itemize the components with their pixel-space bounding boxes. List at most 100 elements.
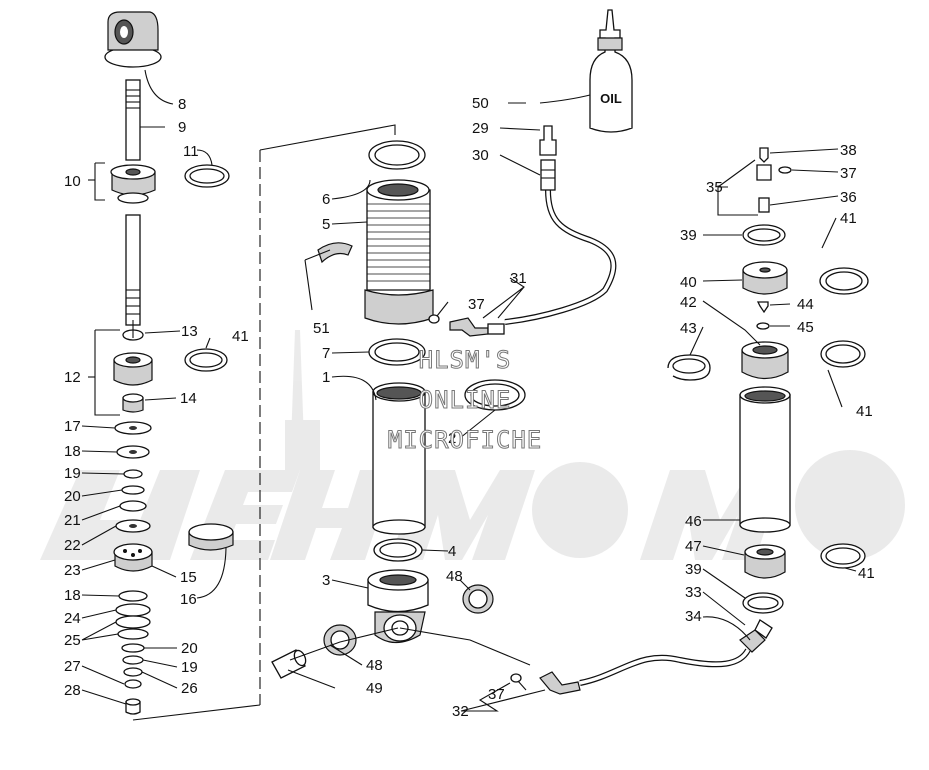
callout-39-lower: 39 [685, 561, 702, 578]
hose-assembly-31 [428, 189, 617, 337]
callout-48-right: 48 [446, 568, 463, 585]
callout-47: 47 [685, 538, 702, 555]
callout-29: 29 [472, 120, 489, 137]
assembly-frame-lines [132, 124, 396, 721]
seal-head-part [113, 352, 153, 386]
callout-labels: 8 9 10 11 12 13 41 14 17 18 19 20 21 22 … [64, 95, 875, 720]
callout-37-right: 37 [840, 165, 857, 182]
callout-20-right: 20 [181, 640, 198, 657]
piston-ring-part-16 [188, 523, 234, 551]
callout-37-bottom: 37 [488, 686, 505, 703]
o-ring-part-41-upper-right [819, 267, 869, 295]
background-logo [40, 330, 905, 560]
callout-13: 13 [181, 323, 198, 340]
hose-assembly-32 [510, 619, 773, 695]
callout-18-upper: 18 [64, 443, 81, 460]
bushing-part-14 [122, 393, 144, 413]
o-ring-part-4 [373, 538, 423, 562]
callout-6: 6 [322, 191, 330, 208]
o-ring-part-11 [184, 164, 230, 188]
piston-rod-upper [125, 79, 141, 161]
callout-11: 11 [183, 143, 199, 160]
callout-12: 12 [64, 369, 81, 386]
floating-piston-part-42 [741, 341, 789, 380]
fittings-29-30 [539, 125, 557, 191]
o-ring-part-6 [368, 140, 426, 170]
bushing-part-48-right [462, 584, 494, 614]
bushing-part-48-left [323, 624, 357, 656]
callout-32: 32 [452, 703, 469, 720]
o-ring-part-39-upper [742, 224, 786, 246]
piston-part-23 [113, 543, 153, 572]
callout-5: 5 [322, 216, 330, 233]
callout-49: 49 [366, 680, 383, 697]
threaded-cylinder-part-5 [364, 179, 434, 325]
left-bracket-lines [94, 162, 120, 416]
callout-43: 43 [680, 320, 697, 337]
oil-label: OIL [600, 91, 622, 106]
snap-ring-part-43 [667, 354, 711, 381]
rod-nut-part [110, 164, 156, 204]
callout-9: 9 [178, 119, 186, 136]
lower-body-part-3 [367, 569, 429, 644]
callout-41-mid-right: 41 [856, 403, 873, 420]
callout-30: 30 [472, 147, 489, 164]
shock-cylinder-part-1 [372, 382, 426, 535]
callout-46: 46 [685, 513, 702, 530]
callout-33: 33 [685, 584, 702, 601]
o-ring-part-41-lower-right [820, 543, 866, 569]
o-ring-part-39-lower [742, 592, 784, 614]
callout-39-upper: 39 [680, 227, 697, 244]
end-cap-part-40 [742, 261, 788, 295]
callout-35: 35 [706, 179, 723, 196]
callout-50: 50 [472, 95, 489, 112]
sleeve-part-49 [271, 649, 307, 679]
shim-stack-lower [115, 590, 151, 715]
callout-26: 26 [181, 680, 198, 697]
reservoir-cap-part-47 [744, 544, 786, 579]
callout-42: 42 [680, 294, 697, 311]
callout-28: 28 [64, 682, 81, 699]
watermark-line-1: HLSM'S [419, 346, 512, 374]
watermark-line-3: MICROFICHE [388, 426, 543, 454]
o-ring-part-41-left [184, 348, 228, 372]
o-ring-part-7 [368, 338, 426, 366]
callout-25: 25 [64, 632, 81, 649]
callout-45: 45 [797, 319, 814, 336]
callout-3: 3 [322, 572, 330, 589]
callout-19-right: 19 [181, 659, 198, 676]
callout-51: 51 [313, 320, 330, 337]
callout-41-left: 41 [232, 328, 249, 345]
callout-40: 40 [680, 274, 697, 291]
callout-10: 10 [64, 173, 81, 190]
callout-14: 14 [180, 390, 197, 407]
callout-44: 44 [797, 296, 814, 313]
callout-27: 27 [64, 658, 81, 675]
callout-19-left: 19 [64, 465, 81, 482]
callout-41-upper-right: 41 [840, 210, 857, 227]
callout-16: 16 [180, 591, 197, 608]
watermark-text: HLSM'S ONLINE MICROFICHE [387, 346, 543, 455]
callout-38: 38 [840, 142, 857, 159]
callout-15: 15 [180, 569, 197, 586]
callout-36: 36 [840, 189, 857, 206]
clip-part-51 [317, 242, 353, 264]
callout-1: 1 [322, 369, 330, 386]
callout-18-lower: 18 [64, 587, 81, 604]
callout-34: 34 [685, 608, 702, 625]
callout-48-left: 48 [366, 657, 383, 674]
callout-41-lower-right: 41 [858, 565, 875, 582]
callout-17: 17 [64, 418, 81, 435]
callout-7: 7 [322, 345, 330, 362]
leader-lines [81, 69, 857, 712]
callout-37-center: 37 [468, 296, 485, 313]
screw-washer-44-45 [756, 301, 770, 330]
callout-23: 23 [64, 562, 81, 579]
valve-assembly-35 [756, 147, 792, 213]
oil-bottle-part-50: OIL [589, 9, 633, 133]
piston-rod-lower [125, 214, 141, 326]
callout-24: 24 [64, 610, 81, 627]
watermark-line-2: ONLINE [419, 386, 512, 414]
